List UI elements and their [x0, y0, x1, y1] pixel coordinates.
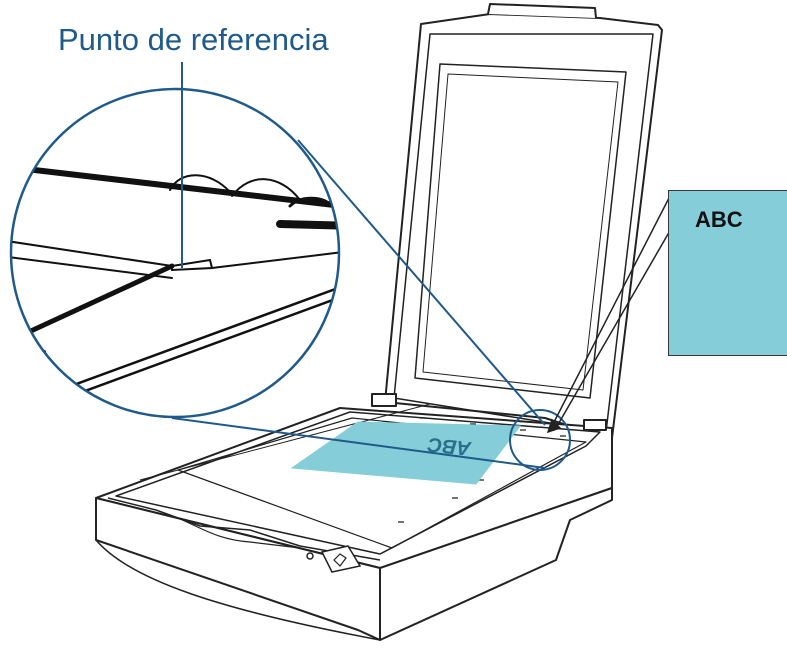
- zoom-target-circle: [509, 409, 571, 471]
- glass-document: [290, 421, 521, 485]
- document-card: ABC: [668, 190, 787, 356]
- document-card-text: ABC: [695, 207, 743, 232]
- reference-point-label: Punto de referencia: [58, 22, 329, 57]
- power-indicator-icon: [306, 552, 314, 560]
- magnified-detail: [9, 87, 341, 419]
- document-arrow: [546, 195, 691, 434]
- scanner-lid: [384, 3, 663, 439]
- zoom-guide-lines: [171, 139, 571, 471]
- control-panel: [306, 545, 362, 573]
